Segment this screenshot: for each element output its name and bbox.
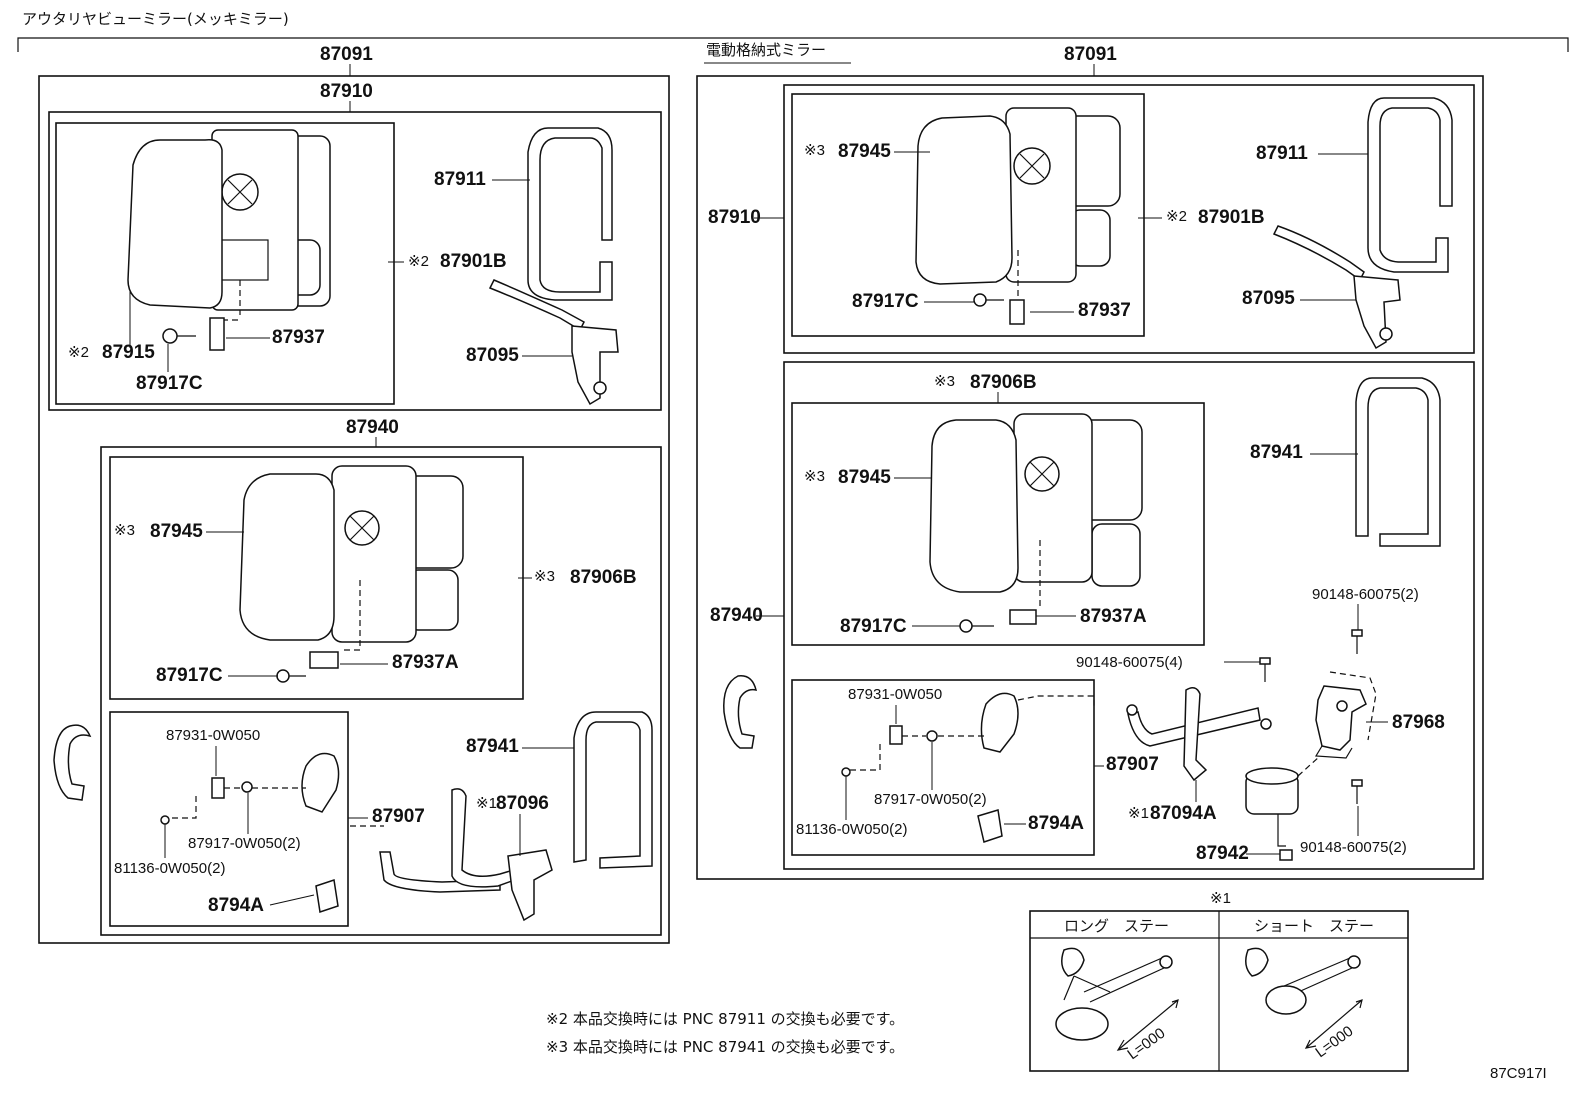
legend-short-stay-illustration (1245, 947, 1363, 1049)
right-frame-2-illustration (1355, 377, 1441, 547)
left-assy-number: 87091 (320, 44, 373, 65)
left-mirror-1-mark: ※2 (408, 253, 429, 270)
right-sub-assy-number: 87907 (1106, 754, 1159, 775)
right-sub-nut-number: 87917-0W050(2) (874, 791, 987, 808)
figure-code: 87C917I (1490, 1065, 1547, 1082)
legend-short-length: L=000 (1312, 1023, 1356, 1062)
legend-short-stay: ショート ステー (1254, 918, 1374, 935)
left-screw-2-number: 87917C (156, 665, 223, 686)
right-glass-2-number: 87945 (838, 467, 891, 488)
right-mirror-1-number: 87901B (1198, 207, 1265, 228)
right-bolt-c-number: 90148-60075(2) (1300, 839, 1407, 856)
right-bolt-a-icon (1351, 629, 1363, 654)
left-glass-2-mark: ※3 (114, 522, 135, 539)
right-bolt-c-icon (1351, 779, 1363, 804)
right-bolt-b-number: 90148-60075(4) (1076, 654, 1183, 671)
left-stay-2-illustration (379, 788, 553, 922)
left-bracket-2-number: 87937A (392, 652, 459, 673)
right-stay-2-illustration (1126, 687, 1272, 782)
right-mirror-1-illustration (915, 107, 1121, 325)
right-stay-2-mark: ※1 (1128, 805, 1149, 822)
left-sub-bracket-number: 87931-0W050 (166, 727, 260, 744)
left-sub-assy-illustration (160, 752, 340, 913)
note-2: ※2 本品交換時には PNC 87911 の交換も必要です。 (546, 1010, 904, 1028)
right-sub-screw-number: 81136-0W050(2) (796, 821, 907, 838)
right-sub-assy-box (791, 679, 1095, 856)
left-sub-screw-number: 81136-0W050(2) (114, 860, 225, 877)
left-mirror-1-illustration (127, 129, 331, 351)
left-bracket-1-number: 87937 (272, 327, 325, 348)
left-sub-nut-number: 87917-0W050(2) (188, 835, 301, 852)
left-screw-1-number: 87917C (136, 373, 203, 394)
right-bracket-2-number: 87937A (1080, 606, 1147, 627)
left-mirror-1-number: 87901B (440, 251, 507, 272)
left-lower-assy-frame (100, 446, 662, 936)
right-bolt-b-icon (1259, 657, 1271, 682)
left-mirror-2-number: 87906B (570, 567, 637, 588)
left-frame-1-illustration (527, 127, 613, 301)
right-mirror-1-mark: ※2 (1166, 208, 1187, 225)
left-stay-2-number: 87096 (496, 793, 549, 814)
right-lower-assy-number: 87940 (710, 605, 763, 626)
right-glass-2-mark: ※3 (804, 468, 825, 485)
left-glass-2-number: 87945 (150, 521, 203, 542)
right-upper-assy-number: 87910 (708, 207, 761, 228)
left-stay-1-illustration (488, 279, 619, 406)
left-frame-2-illustration (573, 711, 653, 869)
diagram-title: アウタリヤビューミラー(メッキミラー) (22, 10, 289, 28)
legend-long-stay-illustration (1055, 947, 1179, 1051)
left-upper-assy-frame (48, 111, 662, 411)
right-glass-1-number: 87945 (838, 141, 891, 162)
left-mirror-1-box (55, 122, 395, 405)
right-bolt-a-number: 90148-60075(2) (1312, 586, 1419, 603)
left-frame-1-number: 87911 (434, 169, 486, 190)
legend-mark: ※1 (1210, 890, 1231, 907)
right-frame-2-number: 87941 (1250, 442, 1303, 463)
left-clip-number: 8794A (208, 895, 264, 916)
right-stay-1-illustration (1272, 225, 1401, 350)
right-assy-frame (696, 75, 1484, 880)
right-screw-2-number: 87917C (840, 616, 907, 637)
right-clip-number: 8794A (1028, 813, 1084, 834)
note-3: ※3 本品交換時には PNC 87941 の交換も必要です。 (546, 1038, 904, 1056)
right-frame-1-number: 87911 (1256, 143, 1308, 164)
right-motor-number: 87942 (1196, 843, 1249, 864)
right-assy-number: 87091 (1064, 44, 1117, 65)
left-glass-1-mark: ※2 (68, 344, 89, 361)
right-mirror-2-box (791, 402, 1205, 646)
left-glass-1-number: 87915 (102, 342, 155, 363)
right-frame-1-illustration (1367, 97, 1453, 273)
left-frame-2-number: 87941 (466, 736, 519, 757)
right-actuator-illustration (1314, 671, 1377, 759)
right-bracket-1-number: 87937 (1078, 300, 1131, 321)
legend-long-stay: ロング ステー (1064, 918, 1169, 935)
right-mirror-2-number: 87906B (970, 372, 1037, 393)
right-upper-assy-frame (783, 84, 1475, 354)
right-mirror-1-box (791, 93, 1145, 337)
right-stay-2-number: 87094A (1150, 803, 1217, 824)
left-mirror-2-mark: ※3 (534, 568, 555, 585)
left-upper-assy-number: 87910 (320, 81, 373, 102)
right-stay-1-number: 87095 (1242, 288, 1295, 309)
right-actuator-number: 87968 (1392, 712, 1445, 733)
right-glass-1-mark: ※3 (804, 142, 825, 159)
right-screw-1-number: 87917C (852, 291, 919, 312)
left-assy-frame (38, 75, 670, 944)
right-mirror-2-mark: ※3 (934, 373, 955, 390)
left-stay-1-number: 87095 (466, 345, 519, 366)
left-sub-assy-number: 87907 (372, 806, 425, 827)
right-sub-assy-illustration (841, 692, 1095, 843)
left-sub-assy-box (109, 711, 349, 927)
right-sub-bracket-number: 87931-0W050 (848, 686, 942, 703)
legend-long-length: L=000 (1124, 1025, 1168, 1064)
left-stay-2-mark: ※1 (476, 795, 497, 812)
right-outer-clip-illustration (723, 675, 758, 749)
left-outer-clip-illustration (53, 724, 92, 801)
right-motor-illustration (1245, 755, 1321, 861)
left-lower-assy-number: 87940 (346, 417, 399, 438)
electric-mirror-label: 電動格納式ミラー (706, 41, 826, 59)
right-mirror-2-illustration (929, 413, 1143, 633)
left-mirror-2-illustration (239, 465, 464, 683)
